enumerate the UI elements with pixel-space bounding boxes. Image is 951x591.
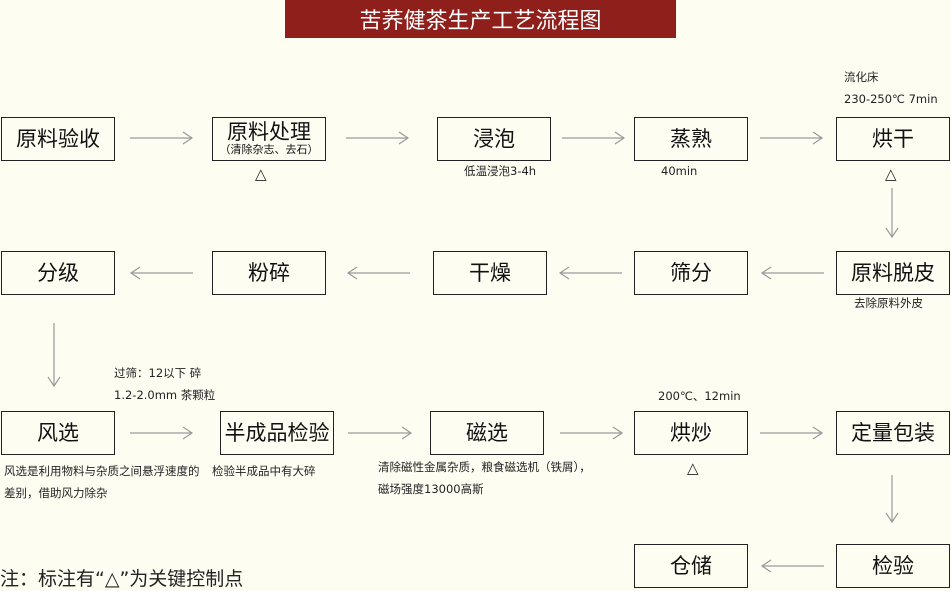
node-semi-product-inspection: 半成品检验 <box>220 411 334 455</box>
note-soak: 低温浸泡3-4h <box>464 164 537 178</box>
node-raw-material-acceptance: 原料验收 <box>1 117 115 161</box>
note-semi-product: 检验半成品中有大碎 <box>212 464 316 478</box>
note-sieve-line1: 过筛：12以下 碎 <box>114 366 202 380</box>
node-raw-material-processing-sublabel: （清除杂志、去石） <box>219 143 319 157</box>
note-wind-selection: 风选是利用物料与杂质之间悬浮速度的 差别，借助风力除杂 <box>4 460 200 504</box>
note-fluid-bed: 流化床 230-250℃ 7min <box>844 66 938 110</box>
note-dehull: 去除原料外皮 <box>854 296 923 310</box>
node-magnetic-selection: 磁选 <box>430 411 544 455</box>
note-fluid-bed-line2: 230-250℃ 7min <box>844 92 938 106</box>
node-storage: 仓储 <box>634 544 748 588</box>
control-point-triangle-icon: △ <box>885 165 897 183</box>
node-raw-material-processing-label: 原料处理 <box>227 120 311 145</box>
note-steam: 40min <box>661 164 698 178</box>
node-wind-selection: 风选 <box>1 411 115 455</box>
note-fluid-bed-line1: 流化床 <box>844 70 879 84</box>
node-steam: 蒸熟 <box>634 117 748 161</box>
note-sieve-line2: 1.2-2.0mm 茶颗粒 <box>114 388 216 402</box>
note-roast: 200℃、12min <box>658 389 741 403</box>
control-point-triangle-icon: △ <box>255 165 267 183</box>
note-wind-selection-line2: 差别，借助风力除杂 <box>4 486 108 500</box>
diagram-title: 苦荞健茶生产工艺流程图 <box>285 0 676 38</box>
node-dry: 干燥 <box>433 251 547 295</box>
node-grade: 分级 <box>1 251 115 295</box>
note-magnetic-selection-line2: 磁场强度13000高斯 <box>378 482 484 496</box>
node-raw-material-processing: 原料处理 （清除杂志、去石） <box>212 117 326 161</box>
node-crush: 粉碎 <box>212 251 326 295</box>
node-sieve: 筛分 <box>634 251 748 295</box>
note-magnetic-selection: 清除磁性金属杂质，粮食磁选机（铁屑）， 磁场强度13000高斯 <box>378 456 591 500</box>
node-quantitative-packaging: 定量包装 <box>836 411 950 455</box>
note-sieve: 过筛：12以下 碎 1.2-2.0mm 茶颗粒 <box>114 362 215 406</box>
node-soak: 浸泡 <box>437 117 551 161</box>
note-wind-selection-line1: 风选是利用物料与杂质之间悬浮速度的 <box>4 464 200 478</box>
node-inspection: 检验 <box>836 544 950 588</box>
node-dry-bake: 烘干 <box>836 117 950 161</box>
note-magnetic-selection-line1: 清除磁性金属杂质，粮食磁选机（铁屑）， <box>378 460 591 474</box>
footer-note: 注：标注有“△”为关键控制点 <box>0 568 244 590</box>
node-dehull: 原料脱皮 <box>836 251 950 295</box>
control-point-triangle-icon: △ <box>687 459 699 477</box>
node-roast: 烘炒 <box>634 411 748 455</box>
